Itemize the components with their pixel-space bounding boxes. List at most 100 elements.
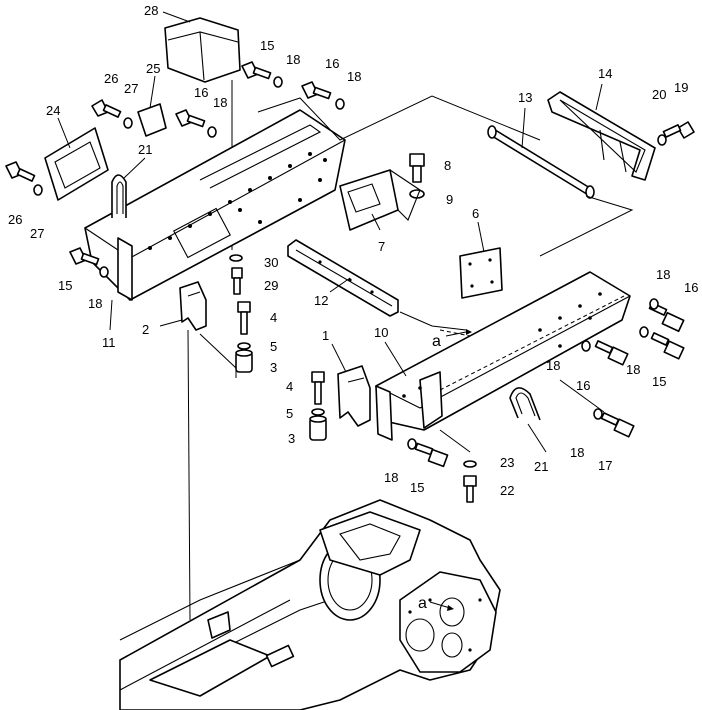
callout-17: 17 [598, 458, 612, 473]
part-21-u-bolt-left [111, 157, 146, 218]
callout-15: 15 [58, 278, 72, 293]
part-7-bracket [339, 169, 421, 231]
assembly-line [439, 429, 471, 453]
spacer-3-left [235, 349, 253, 373]
bolt-26-top [91, 99, 122, 118]
washer-18-lower [407, 438, 417, 450]
callout-16: 16 [684, 280, 698, 295]
washer-18-top-left [207, 126, 217, 138]
washer-18-right-mid [639, 326, 649, 338]
washer-20 [657, 134, 667, 146]
part-13-rod [487, 107, 595, 199]
callout-28: 28 [144, 3, 158, 18]
assembly-line [439, 329, 471, 337]
part-21-u-bolt-right [509, 387, 547, 453]
callout-14: 14 [598, 66, 612, 81]
assembly-line [399, 311, 467, 331]
washer-18-left [99, 266, 109, 278]
marker-arrow [429, 601, 451, 609]
callout-23: 23 [500, 455, 514, 470]
callout-18: 18 [88, 296, 102, 311]
part-14-bracket [547, 83, 656, 181]
bolt-16-top-left [175, 109, 206, 128]
callout-19: 19 [674, 80, 688, 95]
callout-3: 3 [288, 431, 295, 446]
callout-18: 18 [384, 470, 398, 485]
callout-3: 3 [270, 360, 277, 375]
callout-15: 15 [260, 38, 274, 53]
callout-4: 4 [270, 310, 277, 325]
callout-13: 13 [518, 90, 532, 105]
part-12-rail [287, 239, 399, 317]
part-24-plate [44, 117, 109, 201]
marker-arrow [445, 331, 467, 337]
part-6-plate [459, 221, 503, 299]
washer-18-lower-right [593, 408, 603, 420]
part-11-left-frame [84, 109, 346, 331]
bolt-26-left [5, 161, 36, 182]
part-10-right-frame [375, 271, 631, 441]
washer-5-right [311, 408, 325, 416]
callout-21: 21 [534, 459, 548, 474]
callout-10: 10 [374, 325, 388, 340]
callout-16: 16 [325, 56, 339, 71]
callout-18: 18 [213, 95, 227, 110]
callout-25: 25 [146, 61, 160, 76]
callout-2: 2 [142, 322, 149, 337]
washer-5-left [237, 342, 251, 350]
callout-12: 12 [314, 293, 328, 308]
callout-9: 9 [446, 192, 453, 207]
callout-26: 26 [8, 212, 22, 227]
washer-27-left [33, 184, 43, 196]
callout-30: 30 [264, 255, 278, 270]
callout-26: 26 [104, 71, 118, 86]
bolt-29 [231, 267, 243, 295]
marker-arrow-head [466, 329, 472, 335]
part-25-plate [137, 75, 167, 137]
washer-18-mid [581, 340, 591, 352]
callout-18: 18 [656, 267, 670, 282]
chassis-main-frame [119, 499, 501, 710]
washer-27-top [123, 117, 133, 129]
callout-labels: 28 15 18 26 27 25 16 18 16 18 14 13 20 1… [8, 3, 698, 612]
part-1-bracket [331, 343, 371, 427]
callout-18: 18 [347, 69, 361, 84]
spacer-3-right [309, 415, 327, 441]
callout-27: 27 [30, 226, 44, 241]
bolt-15-left [69, 247, 100, 266]
assembly-line [257, 95, 541, 141]
callout-16: 16 [576, 378, 590, 393]
callout-21: 21 [138, 142, 152, 157]
callout-4: 4 [286, 379, 293, 394]
callout-22: 22 [500, 483, 514, 498]
reference-line [187, 329, 191, 621]
bolt-19 [662, 121, 695, 139]
washer-18-top [273, 76, 283, 88]
part-2-bracket [159, 281, 207, 331]
callout-a: a [432, 333, 441, 350]
callout-6: 6 [472, 206, 479, 221]
callout-11: 11 [102, 335, 116, 350]
washer-23 [463, 460, 477, 468]
callout-15: 15 [652, 374, 666, 389]
assembly-line [199, 333, 237, 378]
callout-a: a [418, 595, 427, 612]
washer-18-right-top [649, 298, 659, 310]
callout-5: 5 [270, 339, 277, 354]
washer-30 [229, 254, 243, 262]
bolt-17 [600, 412, 635, 438]
marker-arrow-head [447, 605, 454, 611]
callout-5: 5 [286, 406, 293, 421]
callout-20: 20 [652, 87, 666, 102]
bolt-15-top [241, 61, 272, 80]
bolt-8 [409, 153, 425, 183]
callout-7: 7 [378, 239, 385, 254]
callout-29: 29 [264, 278, 278, 293]
callout-18: 18 [626, 362, 640, 377]
washer-18-top-right [335, 98, 345, 110]
callout-18: 18 [570, 445, 584, 460]
assembly-line [539, 195, 634, 257]
bolt-16-top-right [301, 81, 332, 100]
callout-24: 24 [46, 103, 60, 118]
